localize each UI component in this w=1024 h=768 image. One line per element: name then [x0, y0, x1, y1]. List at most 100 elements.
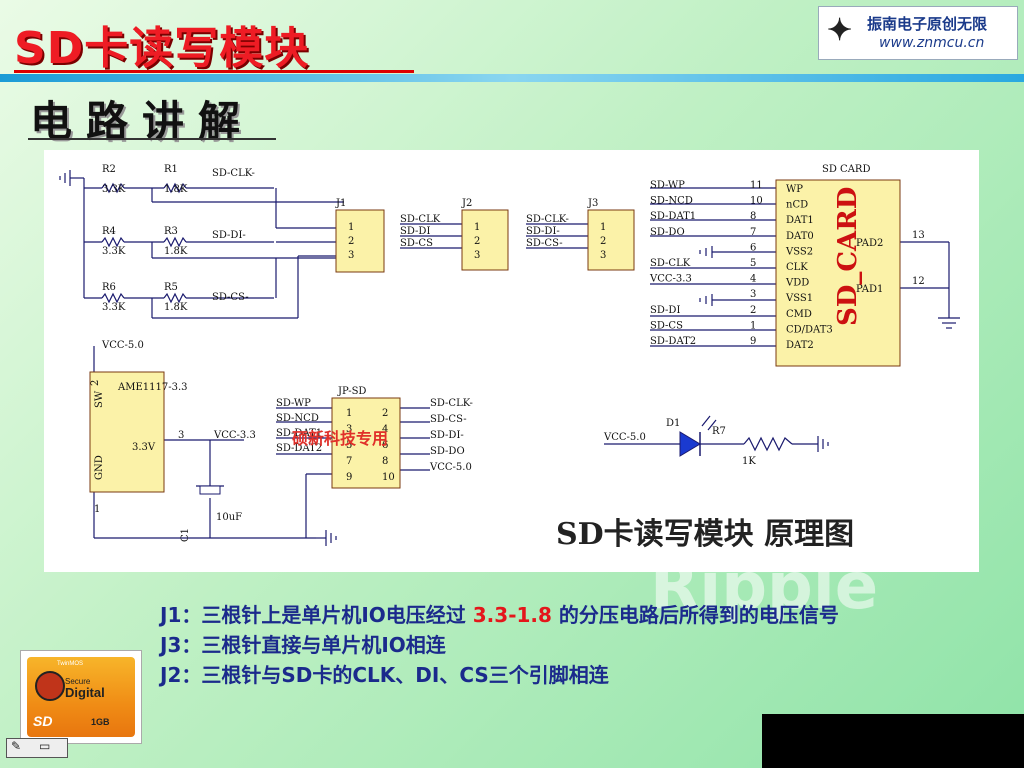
resistor-ref: R2 — [102, 164, 116, 175]
notes-block: J1：三根针上是单片机IO电压经过 3.3-1.8 的分压电路后所得到的电压信号… — [160, 600, 839, 690]
net-label: SD-CS — [650, 320, 683, 331]
pin-number: 13 — [912, 230, 925, 241]
nav-arrow-icon[interactable]: ▭ — [39, 739, 51, 753]
net-label: SD-CS- — [212, 292, 249, 303]
net-label: SD-CLK- — [212, 168, 255, 179]
pin-number: 3 — [346, 424, 352, 435]
net-label: SD-WP — [650, 180, 685, 191]
resistor-ref: R4 — [102, 226, 116, 237]
note-line: J2：三根针与SD卡的CLK、DI、CS三个引脚相连 — [160, 660, 839, 690]
slide-nav-control[interactable]: ✎ ▭ — [6, 738, 68, 758]
pin-name: DAT0 — [786, 231, 814, 242]
pin-number: 7 — [346, 456, 352, 467]
slide-subtitle: 电路讲解 — [30, 97, 255, 146]
sd-card-secure-text: Secure — [65, 677, 91, 686]
connector-ref: J1 — [335, 198, 346, 209]
pin-name: VSS1 — [785, 293, 813, 304]
resistor-ref: R6 — [102, 282, 116, 293]
pin-number: 3 — [348, 250, 354, 261]
regulator-ic — [89, 371, 165, 493]
sd-card-socket — [775, 179, 901, 367]
note-highlight: 3.3-1.8 — [472, 603, 552, 627]
sd-card-logo: SD — [33, 713, 53, 729]
net-label: VCC-5.0 — [603, 432, 646, 443]
net-label: SD-DI- — [212, 230, 246, 241]
net-label: SD-WP — [276, 398, 311, 409]
schematic-diagram: R23.3KR11.8KR43.3KR31.8KR63.3KR51.8KR71K… — [59, 164, 960, 552]
resistor-ref: R3 — [164, 226, 178, 237]
schematic-wires — [59, 170, 960, 546]
pin-number: 5 — [750, 258, 756, 269]
connector-ref: J2 — [461, 198, 472, 209]
pin-number: 3 — [600, 250, 606, 261]
pin-number: 2 — [382, 408, 388, 419]
resistor-value: 3.3K — [102, 302, 126, 313]
pad-name: PAD1 — [856, 284, 883, 295]
net-label: VCC-5.0 — [429, 462, 472, 473]
sd-card-capacity: 1GB — [91, 717, 110, 727]
pin-name: DAT1 — [786, 215, 814, 226]
pin-number: 2 — [90, 380, 101, 386]
component-ref: AME1117-3.3 — [117, 382, 188, 393]
pin-number: 1 — [474, 222, 480, 233]
connector-ref: J3 — [587, 198, 598, 209]
component-ref: D1 — [666, 418, 680, 429]
j2-connector — [461, 209, 509, 271]
net-label: SD-DAT1 — [276, 428, 322, 439]
note-text: 三根针与SD卡的CLK、DI、CS三个引脚相连 — [201, 663, 609, 687]
net-label: SD-CS- — [430, 414, 467, 425]
pin-number: 6 — [750, 242, 756, 253]
pin-number: 8 — [382, 456, 388, 467]
pin-number: 3 — [178, 430, 184, 441]
resistor-value: 1.8K — [164, 246, 188, 257]
pin-number: 1 — [346, 408, 352, 419]
pin-number: 1 — [94, 504, 100, 515]
sd-card-digital-text: Digital — [65, 685, 105, 700]
pin-name: nCD — [786, 200, 808, 211]
resistor-ref: R1 — [164, 164, 178, 175]
black-bar — [762, 714, 1024, 768]
connector-ref: JP-SD — [337, 386, 366, 397]
resistor-ref: R5 — [164, 282, 178, 293]
note-label: J2： — [160, 663, 202, 687]
net-label: SD-CLK- — [526, 214, 569, 225]
pin-name: CLK — [786, 262, 808, 273]
sd-card-emblem-icon — [35, 671, 65, 701]
pin-name: CMD — [786, 309, 812, 320]
net-label: SD-DO — [650, 227, 685, 238]
net-label: SD-CLK — [400, 214, 441, 225]
net-label: SD-DAT2 — [650, 336, 696, 347]
title-underline — [14, 70, 414, 73]
pin-number: 9 — [750, 336, 756, 347]
led-d1 — [679, 431, 701, 457]
pin-number: 4 — [750, 274, 756, 285]
pin-number: 4 — [382, 424, 388, 435]
net-label: SD-DO — [430, 446, 465, 457]
pad-name: PAD2 — [856, 238, 883, 249]
pin-name: VSS2 — [785, 246, 813, 257]
net-label: SD-CS — [400, 238, 433, 249]
pin-name: WP — [786, 184, 803, 195]
pin-number: 1 — [348, 222, 354, 233]
sd-card-brand: TwinMOS — [57, 661, 84, 667]
resistor-ref: R7 — [712, 426, 726, 437]
pin-number: 1 — [750, 320, 756, 331]
sd-card-photo: TwinMOS Secure Digital SD 1GB — [20, 650, 142, 744]
nav-menu-icon[interactable]: ✎ — [11, 739, 22, 753]
resistor-value: 1.8K — [164, 302, 188, 313]
subtitle-underline — [28, 138, 276, 140]
resistor-symbols — [101, 182, 793, 452]
net-label: SD-CLK — [650, 258, 691, 269]
note-text-after: 的分压电路后所得到的电压信号 — [551, 603, 839, 627]
pin-number: 3 — [750, 289, 756, 300]
pin-number: 2 — [750, 305, 756, 316]
note-label: J3： — [160, 633, 202, 657]
logo-icon: ✦ — [827, 13, 853, 48]
pin-name: VDD — [785, 278, 809, 289]
pin-number: 8 — [750, 211, 756, 222]
resistor-value: 3.3K — [102, 184, 126, 195]
net-label: SD-CLK- — [430, 398, 473, 409]
note-label: J1： — [160, 603, 202, 627]
net-label: SD-CS- — [526, 238, 563, 249]
